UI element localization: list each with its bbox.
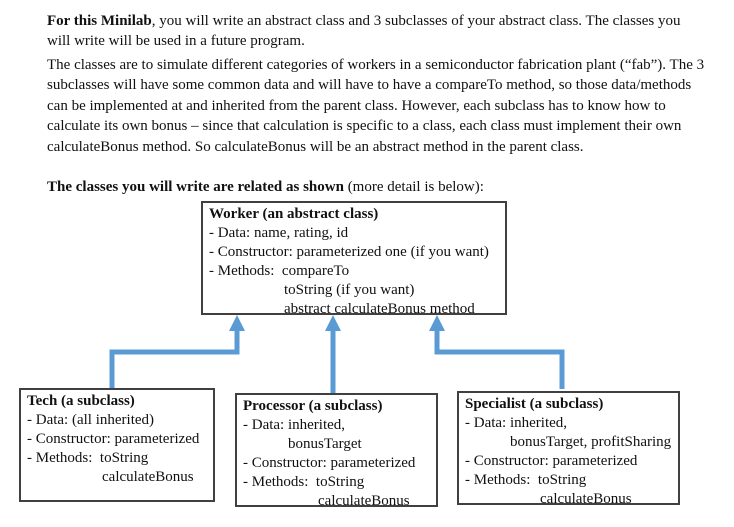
worker-class-title: Worker (an abstract class) bbox=[209, 206, 379, 222]
inheritance-arrow-specialist bbox=[429, 315, 565, 389]
paragraph-diagram-lead-bold: The classes you will write are related a… bbox=[47, 178, 344, 195]
processor-class-title: Processor (a subclass) bbox=[243, 398, 383, 414]
paragraph-diagram-lead-rest: (more detail is below): bbox=[343, 178, 484, 195]
paragraph-intro-bold-lead: For this Minilab bbox=[47, 12, 152, 29]
worker-class-details: - Data: name, rating, id - Constructor: … bbox=[209, 225, 489, 317]
paragraph-description: The classes are to simulate different ca… bbox=[47, 56, 705, 155]
tech-class-details: - Data: (all inherited) - Constructor: p… bbox=[27, 412, 200, 485]
processor-class-box: Processor (a subclass) - Data: inherited… bbox=[235, 393, 438, 509]
paragraph-diagram-lead: The classes you will write are related a… bbox=[47, 177, 484, 198]
inheritance-arrow-tech bbox=[109, 315, 245, 388]
tech-class-title: Tech (a subclass) bbox=[27, 393, 135, 409]
tech-class-box: Tech (a subclass) - Data: (all inherited… bbox=[19, 388, 215, 502]
inheritance-arrow-processor bbox=[325, 315, 341, 393]
specialist-class-details: - Data: inherited, bonusTarget, profitSh… bbox=[465, 415, 672, 507]
specialist-class-box: Specialist (a subclass) - Data: inherite… bbox=[457, 391, 680, 507]
specialist-class-title: Specialist (a subclass) bbox=[465, 396, 604, 412]
worker-class-box: Worker (an abstract class) - Data: name,… bbox=[201, 201, 507, 317]
processor-class-details: - Data: inherited, bonusTarget - Constru… bbox=[243, 417, 416, 509]
paragraph-intro: For this Minilab, you will write an abst… bbox=[47, 11, 681, 52]
paragraph-intro-text: , you will write an abstract class and 3… bbox=[47, 12, 681, 50]
